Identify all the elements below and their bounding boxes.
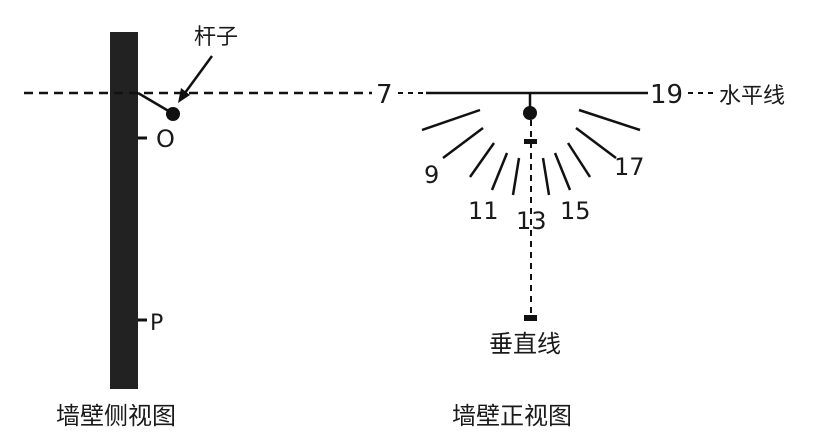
hour-19: 19: [650, 80, 683, 110]
arrow-head-icon: [178, 88, 190, 103]
point-p-label: P: [150, 311, 163, 336]
rod: [137, 91, 173, 115]
rod-arrow: [180, 55, 214, 98]
wall: [110, 32, 138, 389]
marker-top: [524, 139, 537, 144]
front-view-caption: 墙壁正视图: [452, 402, 572, 430]
gnomon-tip: [523, 106, 537, 120]
vertical-line-label: 垂直线: [489, 330, 561, 358]
hour-7: 7: [376, 80, 393, 110]
rod-tip: [166, 107, 180, 121]
hour-15: 15: [560, 197, 591, 225]
side-view-caption: 墙壁侧视图: [56, 402, 176, 430]
side-view: [24, 32, 372, 389]
horizontal-line-label: 水平线: [719, 84, 785, 109]
front-view: [398, 91, 716, 321]
hour-17: 17: [614, 153, 645, 181]
point-o-label: O: [156, 125, 175, 153]
hour-11: 11: [468, 197, 499, 225]
hour-9: 9: [424, 161, 439, 189]
marker-bottom: [524, 315, 537, 321]
hour-13: 13: [516, 207, 547, 235]
hour-lines: [421, 108, 641, 196]
rod-label: 杆子: [194, 25, 238, 50]
